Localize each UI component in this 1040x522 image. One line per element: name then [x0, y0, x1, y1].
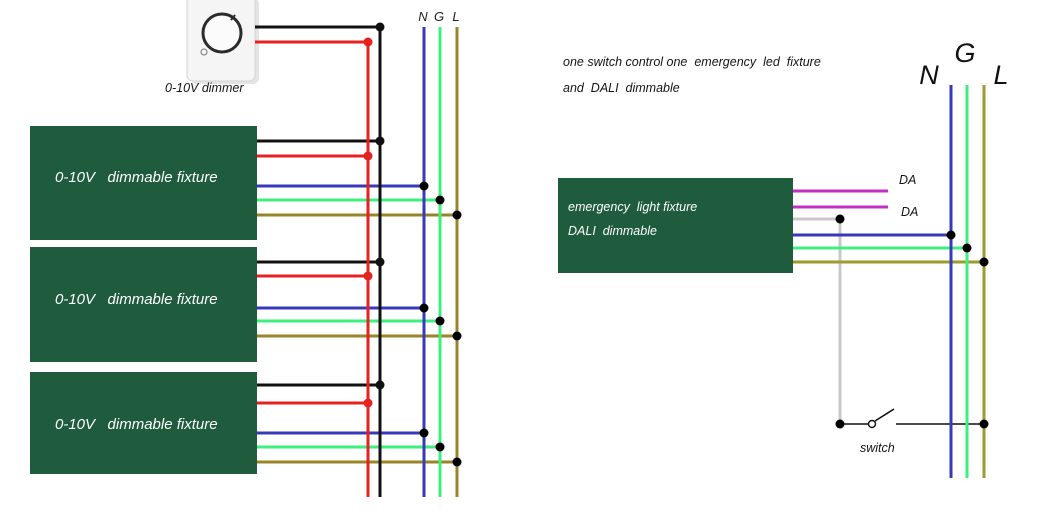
- caption-line-1: one switch control one emergency led fix…: [563, 55, 821, 69]
- switch-lever-icon: [874, 408, 895, 422]
- dimmer-indicator-icon: [200, 48, 208, 56]
- emergency-neutral-junction: [946, 230, 956, 240]
- switch-output-junction: [979, 419, 989, 429]
- fixture-1-red-dimming-wire-junction: [363, 151, 373, 161]
- fixture-2-ground-wire-junction: [435, 316, 445, 326]
- dimmer-dial-mark-icon: [230, 14, 236, 21]
- dimmer-knob-icon: [201, 12, 243, 54]
- fixture-3-label: 0-10V dimmable fixture: [55, 416, 218, 433]
- fixture-wires: [257, 139, 457, 464]
- fixture-1-ground-wire-junction: [435, 195, 445, 205]
- fixture-2: 0-10V dimmable fixture: [30, 247, 257, 362]
- right-neutral-label: N: [919, 60, 939, 90]
- emergency-fixture: emergency light fixture DALI dimmable: [558, 178, 793, 273]
- fixture-3-black-dimming-wire-junction: [375, 380, 385, 390]
- dimmer-black-junction: [375, 22, 385, 32]
- emergency-fixture-label-2: DALI dimmable: [568, 224, 657, 238]
- right-wiring-diagram: one switch control one emergency led fix…: [558, 38, 1009, 478]
- emergency-ground-junction: [962, 243, 972, 253]
- fixture-3-red-dimming-wire-junction: [363, 398, 373, 408]
- fixture-3: 0-10V dimmable fixture: [30, 372, 257, 474]
- fixture-1-box: [30, 126, 257, 240]
- fixture-3-ground-wire-junction: [435, 442, 445, 452]
- left-neutral-label: N: [418, 9, 428, 24]
- fixture-2-red-dimming-wire-junction: [363, 271, 373, 281]
- right-line-label: L: [993, 60, 1008, 90]
- left-wiring-diagram: 0-10V dimmer N G L 0-10V dimmable fixtur…: [30, 0, 462, 497]
- emergency-line-junction: [979, 257, 989, 267]
- fixture-2-label: 0-10V dimmable fixture: [55, 291, 218, 308]
- fixture-junctions: [363, 136, 462, 467]
- fixture-2-line-wire-junction: [452, 331, 462, 341]
- fixture-2-neutral-wire-junction: [419, 303, 429, 313]
- fixture-1-black-dimming-wire-junction: [375, 136, 385, 146]
- dimmer-red-junction: [363, 37, 373, 47]
- fixture-2-box: [30, 247, 257, 362]
- left-line-label: L: [452, 9, 459, 24]
- fixture-3-neutral-wire-junction: [419, 428, 429, 438]
- emergency-fixture-label-1: emergency light fixture: [568, 200, 697, 214]
- emergency-fixture-box: [558, 178, 793, 273]
- switch-label: switch: [860, 441, 895, 455]
- fixture-2-black-dimming-wire-junction: [375, 257, 385, 267]
- fixture-1-label: 0-10V dimmable fixture: [55, 169, 218, 186]
- switched-live-junction: [835, 214, 845, 224]
- dimmer: [186, 0, 259, 84]
- fixture-3-line-wire-junction: [452, 457, 462, 467]
- switch: [840, 408, 984, 429]
- switch-input-junction: [835, 419, 845, 429]
- dali-label-1: DA: [899, 173, 916, 187]
- fixture-1-neutral-wire-junction: [419, 181, 429, 191]
- caption-line-2: and DALI dimmable: [563, 81, 680, 95]
- dimmer-label: 0-10V dimmer: [165, 81, 244, 95]
- left-ground-label: G: [434, 9, 444, 24]
- switch-contact-icon: [867, 419, 877, 429]
- fixture-1-line-wire-junction: [452, 210, 462, 220]
- fixture-3-box: [30, 372, 257, 474]
- right-ground-label: G: [954, 38, 975, 68]
- fixture-1: 0-10V dimmable fixture: [30, 126, 257, 240]
- dali-label-2: DA: [901, 205, 918, 219]
